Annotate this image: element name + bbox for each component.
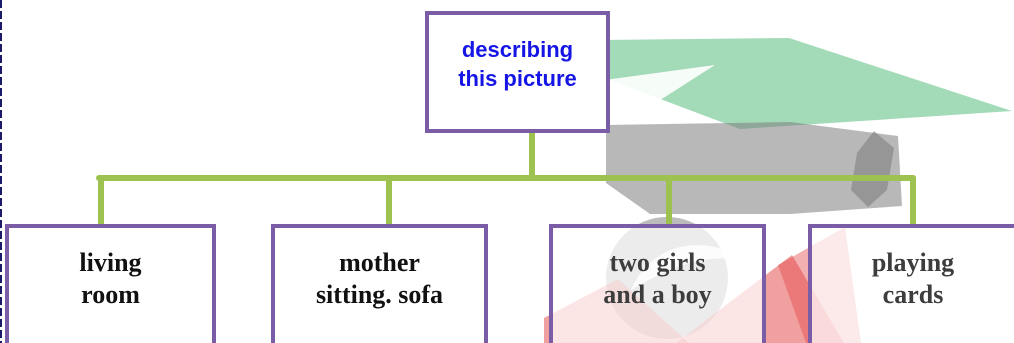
- child-node-playing-cards: playing cards: [808, 224, 1014, 343]
- child-label-living-room: living room: [79, 247, 142, 309]
- root-label: describing this picture: [458, 37, 577, 91]
- child-node-two-girls-and-boy: two girls and a boy: [549, 224, 766, 343]
- child-label-mother-sitting: mother sitting. sofa: [315, 247, 444, 309]
- left-dashed-border: [0, 0, 2, 343]
- child-node-living-room: living room: [5, 224, 216, 343]
- child-label-playing-cards: playing cards: [871, 247, 955, 309]
- child-label-two-girls-and-boy: two girls and a boy: [603, 247, 712, 309]
- root-node: describing this picture: [425, 11, 610, 133]
- child-node-mother-sitting: mother sitting. sofa: [271, 224, 488, 343]
